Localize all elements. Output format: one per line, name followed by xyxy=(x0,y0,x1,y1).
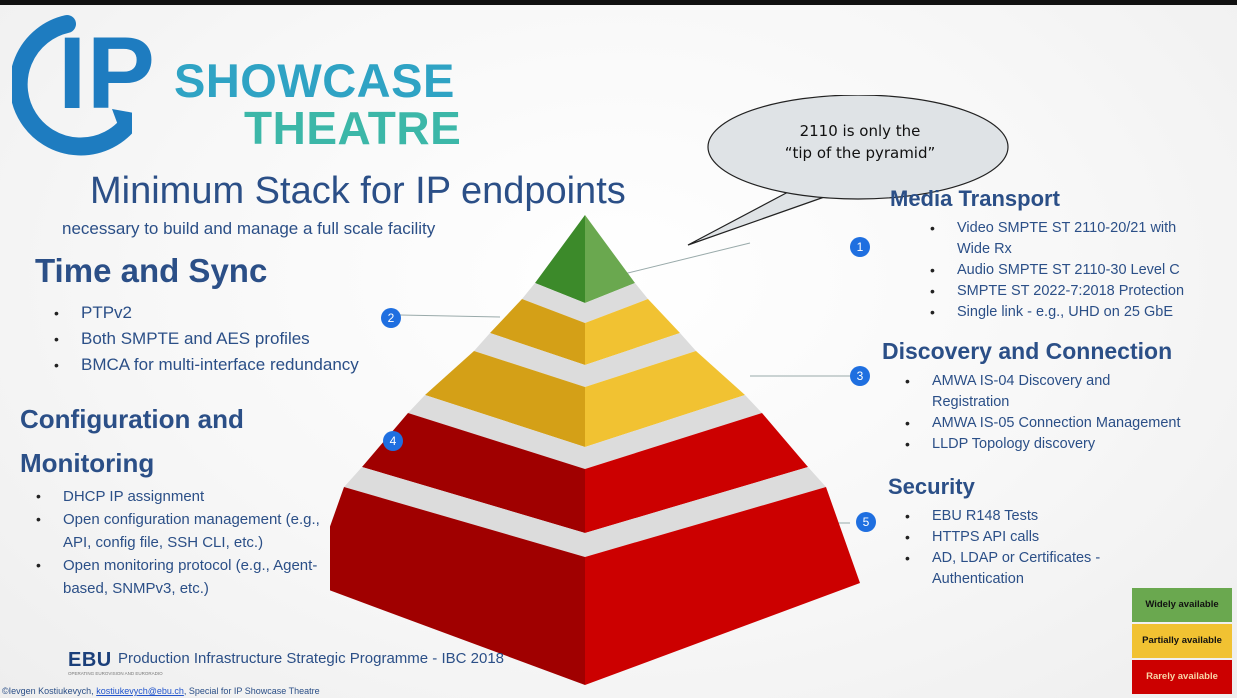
page-subtitle: necessary to build and manage a full sca… xyxy=(62,219,436,238)
ebu-logo: EBU OPERATING EUROVISION AND EURORADIO xyxy=(68,650,163,677)
list-item: SMPTE ST 2022-7:2018 Protection xyxy=(930,281,1184,302)
logo-word-showcase: SHOWCASE xyxy=(174,54,455,107)
speech-bubble-icon xyxy=(687,95,1009,246)
security-heading: Security xyxy=(888,474,975,499)
tier-badge-3: 3 xyxy=(850,366,870,386)
tier-badge-4: 4 xyxy=(383,431,403,451)
page-title: Minimum Stack for IP endpoints xyxy=(90,170,626,212)
connector-line-2 xyxy=(399,314,501,318)
tier-badge-1: 1 xyxy=(850,237,870,257)
logo-word-theatre: THEATRE xyxy=(244,102,462,154)
callout-text: 2110 is only the “tip of the pyramid” xyxy=(770,120,950,164)
list-item: AD, LDAP or Certificates -Authentication xyxy=(905,548,1100,590)
config-heading-line-1: Configuration and xyxy=(20,404,244,434)
list-item: BMCA for multi-interface redundancy xyxy=(54,352,359,378)
callout-line-2: “tip of the pyramid” xyxy=(784,144,936,162)
copyright-text: ©Ievgen Kostiukevych, kostiukevych@ebu.c… xyxy=(2,686,320,696)
time-sync-list: PTPv2 Both SMPTE and AES profiles BMCA f… xyxy=(54,300,359,378)
discovery-heading: Discovery and Connection xyxy=(882,338,1173,364)
list-item: PTPv2 xyxy=(54,300,359,326)
pyramid-tier-3-right xyxy=(585,351,745,447)
pyramid-separator-3 xyxy=(408,395,762,469)
ip-logo-arc-icon xyxy=(12,15,132,156)
pyramid-tier-4-right xyxy=(585,413,808,533)
list-item: Both SMPTE and AES profiles xyxy=(54,326,359,352)
tier-badge-5: 5 xyxy=(856,512,876,532)
pyramid-tier-1-left xyxy=(535,215,585,303)
top-border xyxy=(0,0,1237,5)
callout-line-1: 2110 is only the xyxy=(799,122,921,140)
list-item: Single link - e.g., UHD on 25 GbE xyxy=(930,302,1184,323)
list-item: EBU R148 Tests xyxy=(905,506,1100,527)
pyramid-separator-1 xyxy=(522,283,648,323)
legend-partially-available: Partially available xyxy=(1132,624,1232,658)
stack-pyramid xyxy=(330,215,860,685)
list-item: HTTPS API calls xyxy=(905,527,1100,548)
legend-widely-available: Widely available xyxy=(1132,588,1232,622)
config-list: DHCP IP assignment Open configuration ma… xyxy=(36,485,320,600)
pyramid-tier-5-right xyxy=(585,487,860,685)
legend-rarely-available: Rarely available xyxy=(1132,660,1232,694)
tier-badge-2: 2 xyxy=(381,308,401,328)
pyramid-tier-4-left xyxy=(362,413,585,533)
media-transport-heading: Media Transport xyxy=(890,186,1060,211)
list-item: Open configuration management (e.g.,API,… xyxy=(36,508,320,554)
pyramid-separator-2 xyxy=(474,333,696,387)
ebu-tagline: OPERATING EUROVISION AND EURORADIO xyxy=(68,671,163,676)
pyramid-tier-3-left xyxy=(425,351,585,447)
config-heading-line-2: Monitoring xyxy=(20,448,155,478)
ebu-logo-text: EBU xyxy=(68,649,112,671)
list-item: LLDP Topology discovery xyxy=(905,434,1181,455)
footer-text: Production Infrastructure Strategic Prog… xyxy=(118,650,505,667)
pyramid-separator-4 xyxy=(344,467,826,557)
pyramid-tier-5-left xyxy=(330,487,585,685)
pyramid-tier-1-right xyxy=(585,215,635,303)
list-item: DHCP IP assignment xyxy=(36,485,320,508)
email-link[interactable]: kostiukevych@ebu.ch xyxy=(96,686,184,696)
security-list: EBU R148 Tests HTTPS API calls AD, LDAP … xyxy=(905,506,1100,590)
time-sync-heading: Time and Sync xyxy=(35,252,268,289)
pyramid-tier-2-left xyxy=(490,299,585,365)
pyramid-tier-2-right xyxy=(585,299,680,365)
list-item: Open monitoring protocol (e.g., Agent-ba… xyxy=(36,554,320,600)
logo-letters: IP xyxy=(58,16,156,130)
list-item: AMWA IS-05 Connection Management xyxy=(905,413,1181,434)
list-item: Audio SMPTE ST 2110-30 Level C xyxy=(930,260,1184,281)
